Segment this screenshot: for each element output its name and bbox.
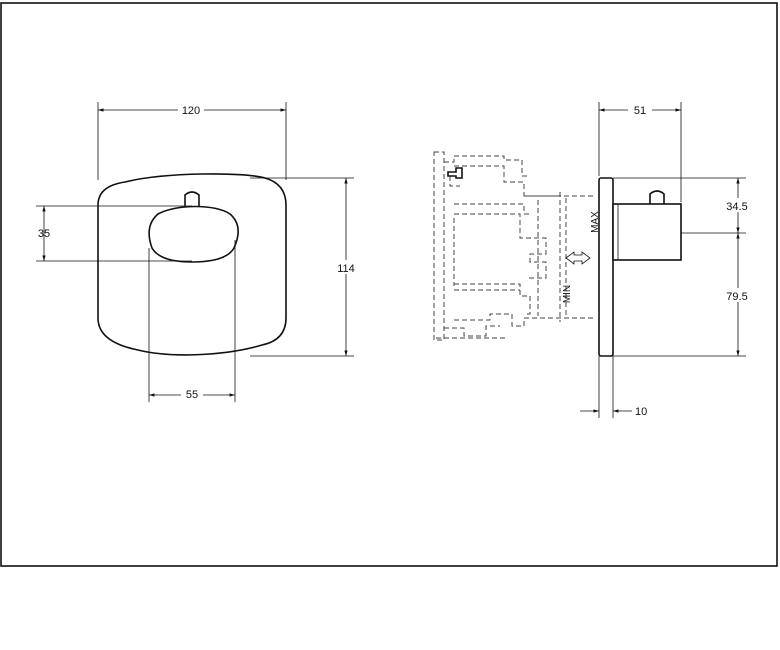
label-bg (628, 102, 652, 116)
label-max: MAX (590, 211, 601, 233)
dim-plate-thickness: 10 (635, 406, 647, 418)
label-min: MIN (562, 285, 573, 303)
knob-side-body (612, 203, 682, 261)
label-bg (720, 198, 756, 212)
dim-front-width: 120 (182, 105, 200, 117)
label-bg (181, 387, 203, 400)
dim-knob-offset: 35 (38, 228, 50, 240)
fitting-detail (447, 167, 463, 179)
dim-knob-width: 55 (186, 389, 198, 401)
label-bg (720, 288, 756, 302)
label-bg (178, 102, 204, 116)
dim-side-upper: 34.5 (726, 201, 747, 213)
knob-side-stem (649, 190, 665, 204)
dim-front-height: 114 (337, 263, 355, 275)
adjust-arrow-icon (565, 251, 591, 265)
concealed-body-dashed (433, 151, 596, 341)
front-view: 120 114 35 55 (36, 102, 360, 402)
label-bg (334, 260, 360, 274)
plate-side (598, 177, 614, 357)
dim-side-depth: 51 (634, 105, 646, 117)
knob-body (148, 205, 239, 263)
drawing-frame (0, 2, 778, 567)
side-view: MAX MIN 51 34.5 79.5 10 (433, 102, 756, 418)
knob-top-stem (184, 191, 200, 206)
dim-side-lower: 79.5 (726, 291, 747, 303)
cover-plate-outline (97, 173, 287, 356)
